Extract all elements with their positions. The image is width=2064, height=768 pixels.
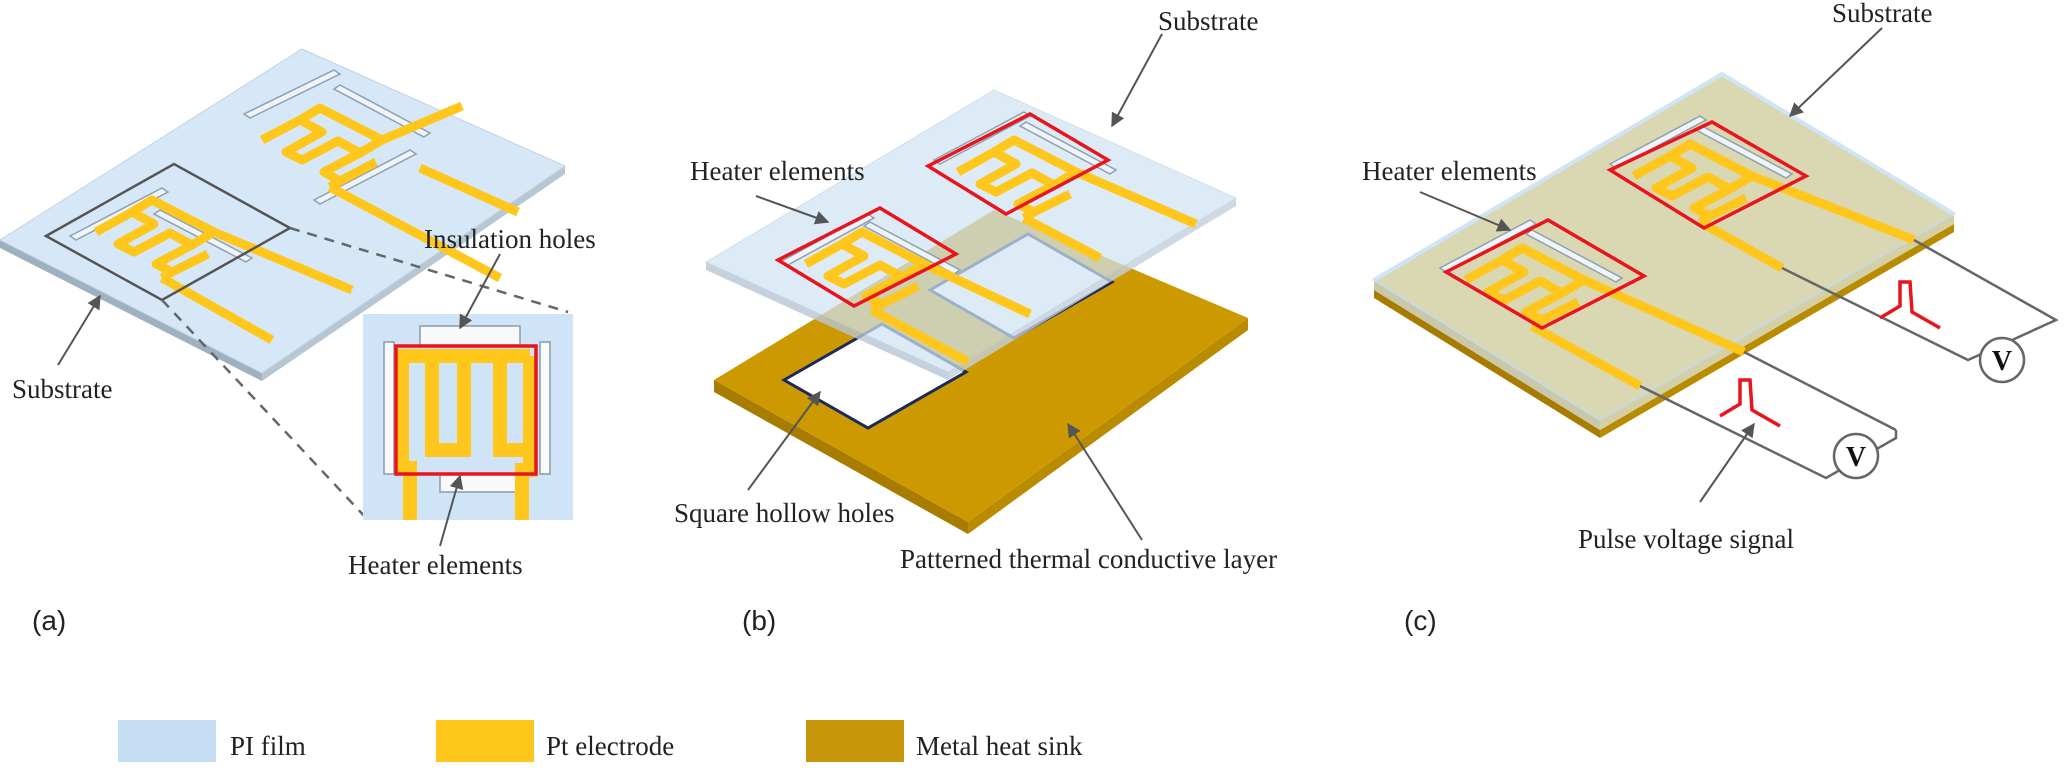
substrate-label: Substrate [1158,6,1259,36]
substrate-side-right [948,198,1236,380]
insulation-slot [1524,229,1624,283]
heater-label-a: Heater elements [348,550,523,580]
insulation-arrow [459,253,501,330]
electrode-lead [212,227,354,295]
heater-arrow-b [755,195,830,225]
heater-highlight [774,205,960,309]
electrode-lead [869,306,971,366]
substrate-side-right [262,166,565,381]
electrode-lead [1750,171,1916,245]
layer-label: Patterned thermal conductive layer [900,544,1277,574]
panel-a: Substrate Insulation holes Heater elemen… [0,48,596,636]
substrate-side-front [1374,280,1600,430]
substrate-side-right [1600,214,1954,430]
substrate-side-front [706,262,948,380]
zoom-line [289,226,569,314]
insulation-hole [539,341,551,475]
substrate-top [1372,72,1956,422]
insulation-label: Insulation holes [424,224,596,254]
heater-label-b: Heater elements [690,156,865,186]
panel-b-label: (b) [742,605,776,636]
electrode-lead [1697,218,1785,272]
pulse-signal [1719,378,1781,428]
substrate-label: Substrate [12,374,113,404]
legend-label-pt-electrode: Pt electrode [546,731,674,761]
electrode-lead [380,101,464,145]
heater-element-zoom [402,461,530,477]
electrode-lead [1074,167,1198,229]
heat-sink-side-right [1600,224,1954,438]
pulse-arrow [1699,422,1755,503]
pulse-label: Pulse voltage signal [1578,524,1794,554]
holes-arrow [747,390,821,491]
legend-swatch-metal-heat-sink [806,720,904,762]
insulation-slot [1438,219,1538,273]
heater-highlight [1606,120,1810,231]
legend: PI film Pt electrode Metal heat sink [118,720,1083,762]
heater-highlight [394,344,538,476]
heat-sink-side-front [1374,290,1600,438]
zoom-line [161,299,369,521]
substrate-arrow [1788,27,1883,117]
circuit-wire [1743,350,1897,432]
panel-a-label: (a) [32,605,66,636]
legend-swatch-pi-film [118,720,216,762]
heater-highlight [924,112,1112,217]
insulation-slot [332,84,432,138]
insulation-hole [439,473,517,493]
layer-arrow [1067,422,1143,541]
substrate-arrow [1111,33,1163,128]
heat-sink-side-right [968,318,1248,534]
substrate-edge-glow [1372,71,1956,282]
heat-sink-top [714,210,1248,522]
legend-label-pi-film: PI film [230,731,306,761]
insulation-hole [383,341,395,475]
heater-label-c: Heater elements [1362,156,1537,186]
insulation-slot [242,69,342,119]
electrode-lead [327,183,503,282]
substrate-side-front [0,240,262,381]
holes-label: Square hollow holes [674,498,894,528]
insulation-slot [1018,121,1118,175]
electrode-lead [418,163,520,217]
svg-text:V: V [1846,442,1866,473]
panel-b: Substrate Heater elements Square hollow … [674,6,1277,636]
insulation-hole [419,325,521,347]
substrate-arrow [57,294,101,366]
svg-text:V: V [1992,346,2012,377]
legend-label-metal-heat-sink: Metal heat sink [916,731,1083,761]
electrode-lead [1021,214,1103,262]
voltmeter: V [1832,432,1880,480]
electrode-lead [922,259,1032,319]
electrode-lead [1529,322,1643,390]
legend-swatch-pt-electrode [436,720,534,762]
pulse-signal [1879,280,1941,330]
heater-highlight [1442,218,1648,330]
voltmeter: V [1978,336,2026,384]
heater-arrow-a [439,474,464,547]
panel-c: V V Substrate Heater elements Pulse volt… [1362,0,2059,636]
heat-sink-side-front [714,380,968,534]
panel-c-label: (c) [1404,605,1437,636]
substrate-label: Substrate [1832,0,1933,28]
heater-arrow-c [1419,191,1512,232]
